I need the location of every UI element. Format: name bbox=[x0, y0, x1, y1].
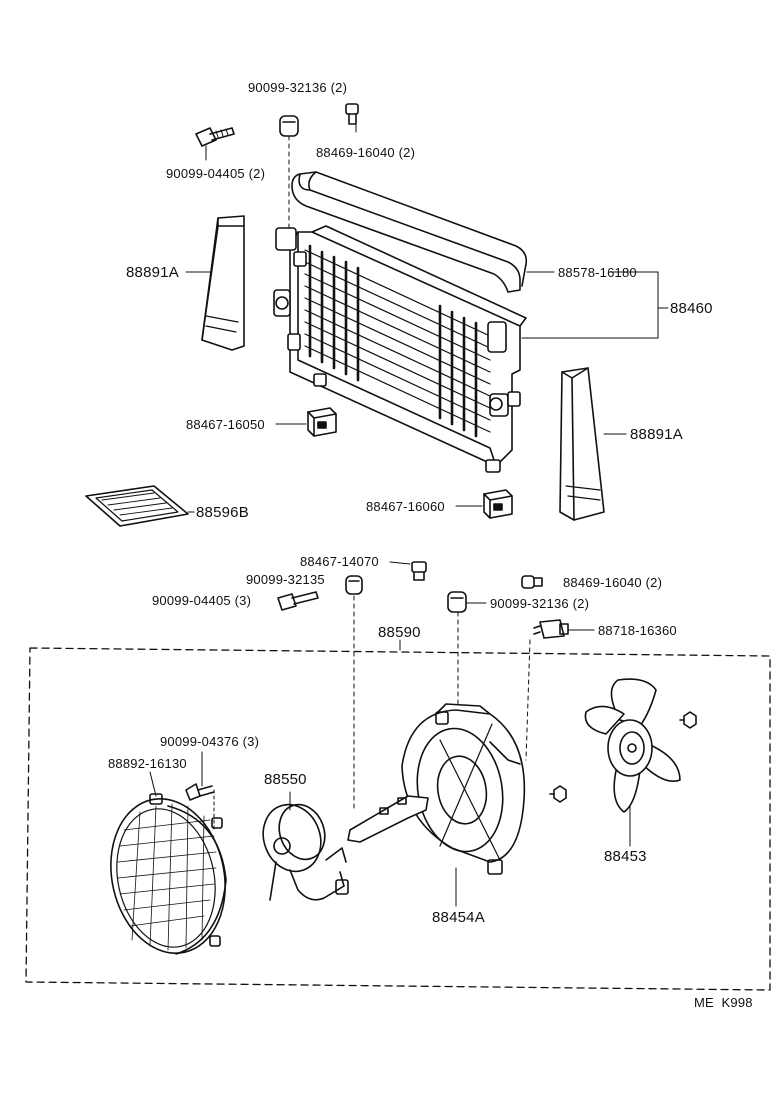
fan-88453 bbox=[584, 678, 681, 813]
figure-code: ME K998 bbox=[694, 995, 753, 1010]
leader-88892-16130 bbox=[149, 771, 157, 797]
label-90099-32136-top: 90099-32136 (2) bbox=[248, 80, 348, 95]
label-90099-04405-top: 90099-04405 (2) bbox=[166, 166, 266, 181]
label-88891A-right: 88891A bbox=[630, 426, 683, 443]
nut-fan-right bbox=[679, 711, 697, 729]
condenser-88460 bbox=[273, 225, 527, 473]
bolt-90099-04405-mid bbox=[277, 591, 319, 611]
label-88460: 88460 bbox=[670, 300, 713, 317]
label-88453: 88453 bbox=[604, 848, 647, 865]
motor-88550 bbox=[262, 803, 349, 901]
connector-88718-16360 bbox=[533, 619, 569, 639]
label-90099-04405-mid: 90099-04405 (3) bbox=[152, 593, 252, 608]
shroud-88454A bbox=[347, 703, 526, 875]
label-90099-04376: 90099-04376 (3) bbox=[160, 734, 260, 749]
label-88467-16060: 88467-16060 bbox=[366, 499, 445, 514]
grommet-90099-32136-mid bbox=[447, 591, 467, 613]
label-88454A: 88454A bbox=[432, 909, 485, 926]
seal-88578 bbox=[291, 171, 528, 293]
assembly-88590-box bbox=[25, 647, 771, 991]
label-88469-16040-mid: 88469-16040 (2) bbox=[563, 575, 663, 590]
label-88467-16050: 88467-16050 bbox=[186, 417, 265, 432]
fan-guard-88892 bbox=[110, 793, 227, 955]
grommet-top bbox=[279, 115, 299, 137]
screw-90099-04376 bbox=[185, 783, 215, 801]
grommet-90099-32135 bbox=[345, 575, 363, 595]
label-88550: 88550 bbox=[264, 771, 307, 788]
label-88892-16130: 88892-16130 bbox=[108, 756, 187, 771]
label-88590: 88590 bbox=[378, 624, 421, 641]
label-88578-16180: 88578-16180 bbox=[558, 265, 637, 280]
cushion-88467-16050 bbox=[307, 407, 337, 437]
label-88469-16040-top: 88469-16040 (2) bbox=[316, 145, 416, 160]
bolt-88469-16040-mid bbox=[521, 575, 543, 589]
bolt-88467-14070 bbox=[411, 561, 427, 581]
leader-88460 bbox=[521, 271, 669, 339]
label-88467-14070: 88467-14070 bbox=[300, 554, 379, 569]
bracket-88891A-left bbox=[201, 215, 245, 351]
bracket-88891A-right bbox=[559, 367, 605, 521]
bolt-90099-04405-top bbox=[195, 127, 235, 147]
cushion-88467-16060 bbox=[483, 489, 513, 519]
label-88596B: 88596B bbox=[196, 504, 249, 521]
dashed-88718-16360 bbox=[525, 639, 531, 761]
leader-88467-14070 bbox=[389, 561, 411, 565]
label-90099-32135: 90099-32135 bbox=[246, 572, 325, 587]
seal-88596B bbox=[85, 485, 189, 527]
label-90099-32136-mid: 90099-32136 (2) bbox=[490, 596, 590, 611]
label-88891A-left: 88891A bbox=[126, 264, 179, 281]
nut-fan-left bbox=[549, 785, 567, 803]
label-88718-16360: 88718-16360 bbox=[598, 623, 677, 638]
